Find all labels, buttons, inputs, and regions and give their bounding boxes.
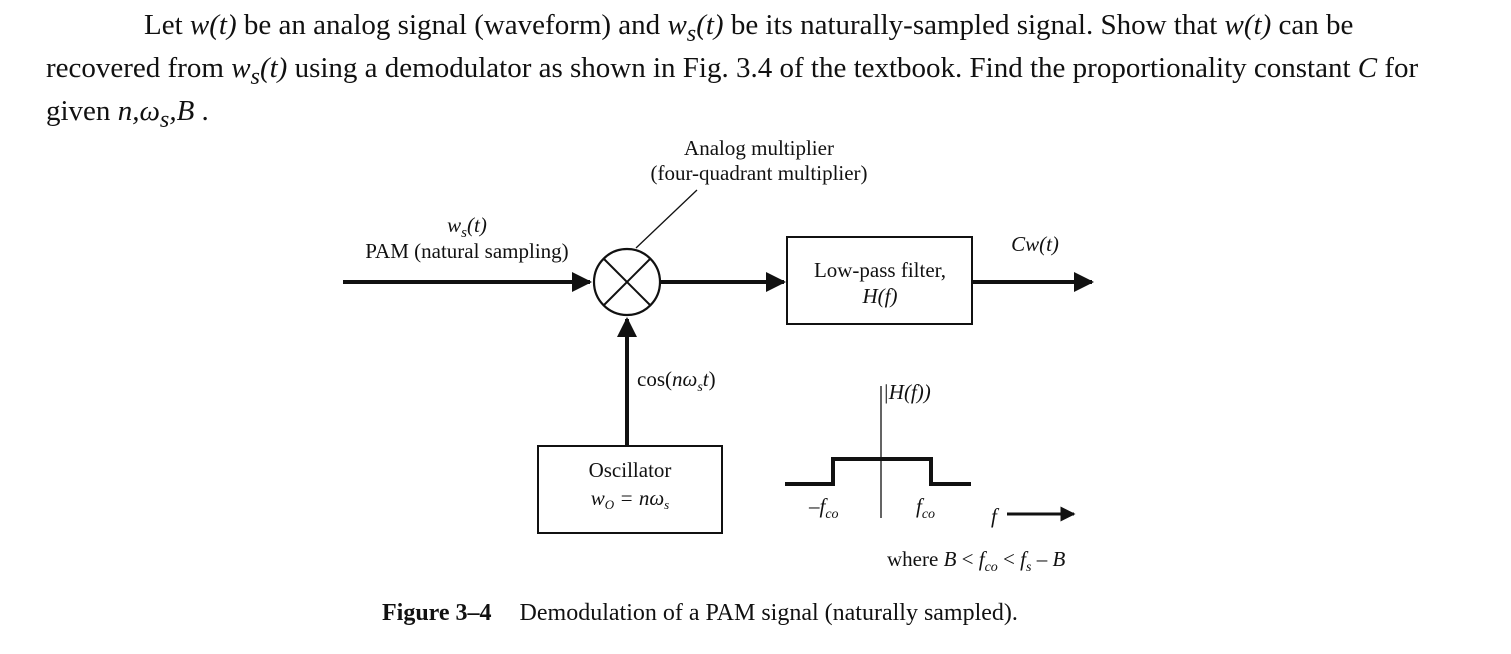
input-symbol-t: (t) bbox=[467, 213, 487, 237]
multiplier-label-line1: Analog multiplier bbox=[684, 136, 834, 160]
where-lt: < bbox=[998, 547, 1020, 571]
math-symbol: ,B bbox=[169, 94, 195, 127]
lpf-label-line1: Low-pass filter, bbox=[814, 258, 946, 282]
cutoff-condition: where B < fco < fs – B bbox=[887, 547, 1065, 575]
math-symbol: (t) bbox=[259, 51, 288, 84]
problem-text: Let bbox=[144, 9, 190, 41]
math-subscript: s bbox=[686, 19, 697, 47]
pos-fco-sub: co bbox=[922, 507, 935, 522]
math-symbol: w bbox=[231, 51, 251, 84]
osc-symbol-w: w bbox=[591, 486, 605, 510]
figure-caption-text: Demodulation of a PAM signal (naturally … bbox=[519, 600, 1018, 626]
where-f-sub: co bbox=[985, 560, 998, 575]
math-constant-c: C bbox=[1357, 51, 1378, 84]
cos-text: cos( bbox=[637, 367, 672, 391]
where-text: where bbox=[887, 547, 944, 571]
freq-axis-label: f bbox=[991, 504, 1000, 528]
osc-symbol-rhs-sub: s bbox=[664, 497, 669, 512]
pos-cutoff-label: fco bbox=[916, 494, 935, 522]
math-ws-t: ws(t) bbox=[667, 9, 724, 47]
filter-response-curve bbox=[785, 457, 971, 486]
problem-text: using a demodulator as shown in Fig. 3.4… bbox=[287, 51, 1358, 84]
problem-statement: Let w(t) be an analog signal (waveform) … bbox=[46, 8, 1468, 136]
neg-cutoff-label: –fco bbox=[808, 494, 839, 522]
problem-text: for given bbox=[46, 51, 1419, 127]
math-ws-t: ws(t) bbox=[231, 51, 288, 90]
input-signal-symbol: ws(t) bbox=[447, 213, 487, 241]
problem-text: . bbox=[194, 94, 209, 127]
math-subscript: s bbox=[250, 62, 260, 90]
cos-sub: s bbox=[697, 380, 703, 395]
input-signal-label: PAM (natural sampling) bbox=[365, 239, 568, 263]
problem-text: can be recovered from bbox=[46, 9, 1354, 84]
multiplier-leader-line bbox=[635, 189, 698, 249]
cos-close: ) bbox=[709, 367, 716, 391]
osc-symbol-rhs: = nω bbox=[614, 486, 664, 510]
math-symbol: w bbox=[667, 9, 687, 41]
freq-label-h: |H(f) bbox=[883, 380, 924, 404]
lpf-label-line2: H(f) bbox=[862, 284, 898, 308]
figure-number: Figure 3–4 bbox=[382, 600, 492, 626]
multiplier-symbol bbox=[592, 247, 662, 317]
problem-text: be an analog signal (waveform) and bbox=[236, 9, 668, 41]
where-b: B bbox=[944, 547, 957, 571]
low-pass-filter-box bbox=[786, 236, 973, 325]
frequency-response-plot: |H(f)) –fco fco f bbox=[785, 380, 1076, 528]
multiplier-cross bbox=[603, 258, 651, 306]
where-fs: f bbox=[1020, 547, 1029, 571]
figure-caption: Figure 3–4 Demodulation of a PAM signal (… bbox=[382, 600, 1018, 627]
math-params: n,ωs,B bbox=[117, 94, 195, 133]
neg-fco-sub: co bbox=[825, 507, 838, 522]
neg-fco-f: –f bbox=[808, 494, 829, 518]
output-label: Cw(t) bbox=[1011, 232, 1059, 256]
math-symbol: (t) bbox=[696, 9, 724, 41]
input-symbol-w: w bbox=[447, 213, 461, 237]
math-w-t: w(t) bbox=[189, 9, 237, 41]
input-symbol-sub: s bbox=[461, 225, 467, 241]
cosine-label: cos(nωst) bbox=[637, 367, 716, 395]
math-symbol: n,ω bbox=[117, 94, 160, 127]
pos-fco-f: f bbox=[916, 494, 925, 518]
problem-text: be its naturally-sampled signal. Show th… bbox=[723, 9, 1225, 41]
freq-response-label: |H(f)) bbox=[883, 380, 931, 404]
oscillator-label: Oscillator bbox=[589, 458, 672, 482]
math-subscript: s bbox=[159, 105, 170, 133]
where-f: f bbox=[979, 547, 988, 571]
osc-symbol-sub: O bbox=[605, 497, 615, 512]
multiplier-label-line2: (four-quadrant multiplier) bbox=[650, 161, 867, 185]
oscillator-frequency: wO = nωs bbox=[591, 486, 669, 512]
where-minus: – bbox=[1031, 547, 1052, 571]
freq-label-close: ) bbox=[923, 380, 931, 404]
where-fs-sub: s bbox=[1026, 560, 1032, 575]
where-lt: < bbox=[956, 547, 978, 571]
math-w-t: w(t) bbox=[1224, 9, 1272, 41]
where-b2: B bbox=[1052, 547, 1065, 571]
cos-n-omega: nω bbox=[672, 367, 697, 391]
cos-t: t bbox=[703, 367, 710, 391]
oscillator-box bbox=[537, 445, 723, 534]
